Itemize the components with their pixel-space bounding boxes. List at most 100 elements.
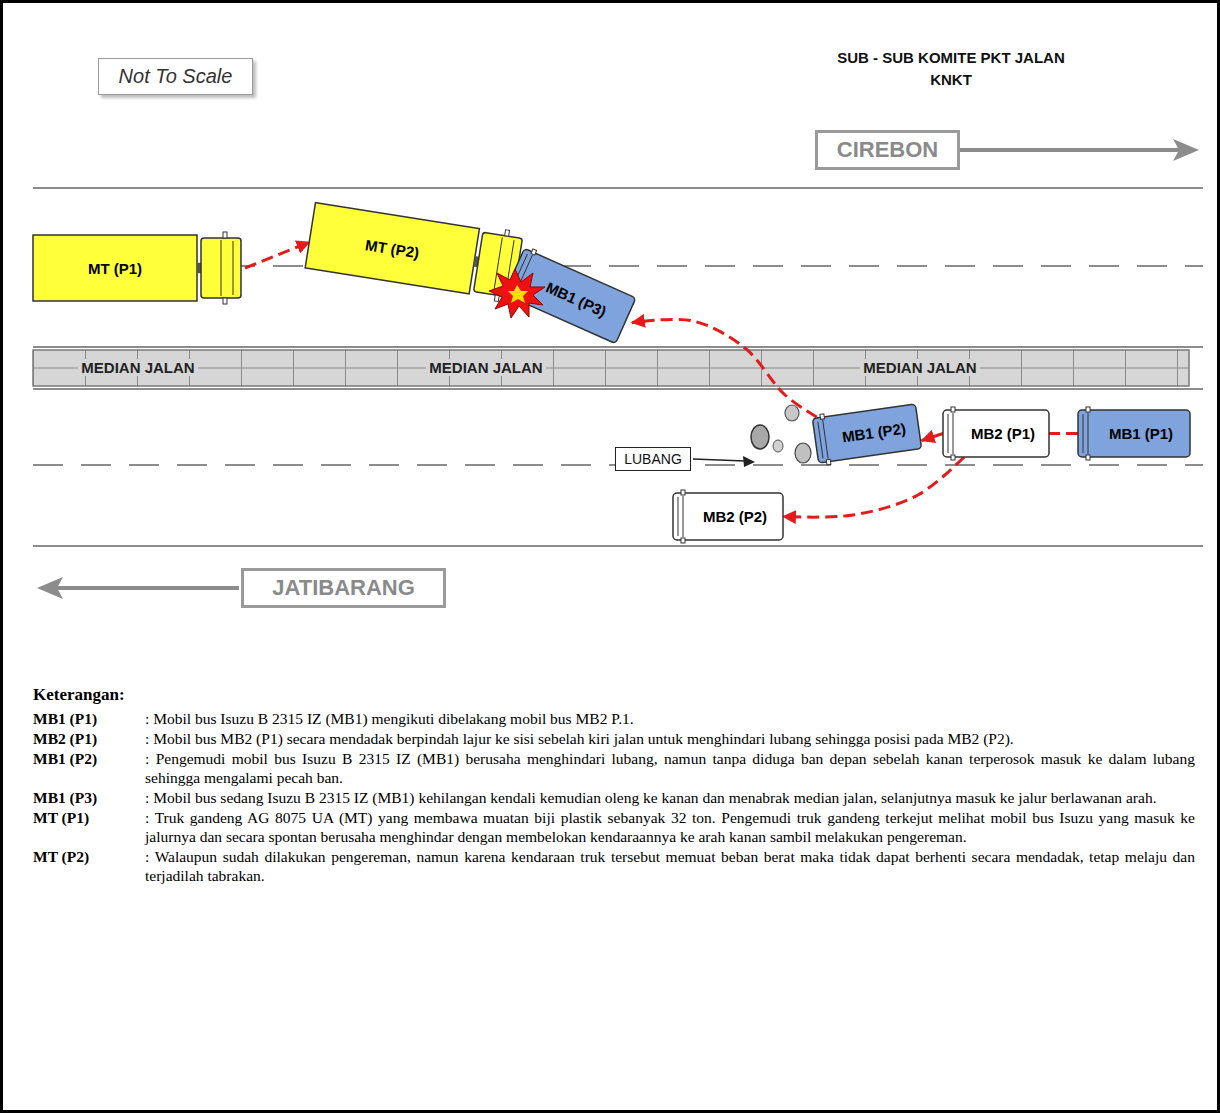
windshield <box>1088 413 1089 454</box>
bus-body <box>812 404 921 463</box>
direction-box: JATIBARANG <box>241 568 446 608</box>
mirror <box>951 407 955 412</box>
cab-line <box>494 237 503 292</box>
legend-description: : Mobil bus sedang Isuzu B 2315 IZ (MB1)… <box>145 788 1195 807</box>
mirror <box>681 538 685 543</box>
collision-mark-layer <box>3 3 1220 1113</box>
vehicle-label: MB1 (P1) <box>1092 410 1190 457</box>
bus-vehicle: MB1 (P2) <box>812 404 921 463</box>
note-label: Not To Scale <box>119 65 233 88</box>
legend-key: MT (P1) <box>33 808 145 846</box>
legend-row: MB1 (P1): Mobil bus Isuzu B 2315 IZ (MB1… <box>33 709 1195 728</box>
legend-description: : Walaupun sudah dilakukan pengereman, n… <box>145 847 1195 885</box>
bumper <box>948 414 949 453</box>
windshield <box>233 241 234 295</box>
legend-description: : Truk gandeng AG 8075 UA (MT) yang memb… <box>145 808 1195 846</box>
direction-box: CIREBON <box>815 130 960 170</box>
pothole <box>773 440 783 452</box>
legend-block: Keterangan: MB1 (P1): Mobil bus Isuzu B 2… <box>33 685 1195 886</box>
bus-body <box>673 493 783 540</box>
legend-key: MB1 (P2) <box>33 749 145 787</box>
legend-key: MB1 (P3) <box>33 788 145 807</box>
legend-key: MB2 (P1) <box>33 729 145 748</box>
trajectory-arrow <box>632 319 817 417</box>
legend-heading: Keterangan: <box>33 685 1195 705</box>
pothole <box>751 425 769 449</box>
leader-line <box>693 459 745 461</box>
road-edge <box>33 346 1203 348</box>
mirror <box>510 295 516 301</box>
report-title: SUB - SUB KOMITE PKT JALAN KNKT <box>815 47 1087 91</box>
legend-row: MB2 (P1): Mobil bus MB2 (P1) secara mend… <box>33 729 1195 748</box>
vehicle-label: MT (P2) <box>305 203 479 294</box>
mirror <box>681 490 685 495</box>
bumper <box>510 254 527 292</box>
vehicle-label: MB1 (P3) <box>517 254 636 344</box>
road-edge <box>33 545 1203 547</box>
truck-trailer <box>33 235 197 301</box>
road-illustration <box>3 3 1220 1113</box>
legend-row: MT (P1): Truk gandeng AG 8075 UA (MT) ya… <box>33 808 1195 846</box>
pothole <box>795 443 811 463</box>
bus-body <box>504 248 636 343</box>
vehicle-label: MB2 (P1) <box>957 410 1049 457</box>
direction-arrow <box>960 148 1183 152</box>
mirror <box>505 230 510 237</box>
connector-layer <box>3 3 1220 1113</box>
truck-vehicle: MT (P2) <box>305 203 527 302</box>
bus-body <box>943 410 1049 457</box>
vehicle-label: MB1 (P2) <box>826 404 921 461</box>
legend-key: MB1 (P1) <box>33 709 145 728</box>
callout-box: LUBANG <box>615 447 691 471</box>
trajectory-arrow <box>922 434 943 441</box>
trajectory-arrow <box>245 242 310 268</box>
legend-description: : Mobil bus MB2 (P1) secara mendadak ber… <box>145 729 1195 748</box>
legend-row: MT (P2): Walaupun sudah dilakukan penger… <box>33 847 1195 885</box>
vehicle-label: MT (P1) <box>33 235 197 301</box>
median-label: MEDIAN JALAN <box>78 359 197 376</box>
legend-row: MB1 (P3): Mobil bus sedang Isuzu B 2315 … <box>33 788 1195 807</box>
arrow-head <box>37 577 63 599</box>
bumper <box>818 422 823 459</box>
legend-description: : Pengemudi mobil bus Isuzu B 2315 IZ (M… <box>145 749 1195 787</box>
windshield <box>514 255 532 295</box>
mirror <box>494 295 499 302</box>
bumper <box>678 497 679 536</box>
arrow-head <box>743 456 755 467</box>
callout-label: LUBANG <box>624 451 682 467</box>
direction-label: JATIBARANG <box>272 575 415 601</box>
truck-cab <box>201 238 241 298</box>
direction-arrow <box>55 586 239 590</box>
cab-line <box>221 240 222 296</box>
mirror <box>826 459 831 465</box>
mirror <box>1086 407 1090 412</box>
median-strip <box>33 350 1189 386</box>
bus-vehicle: MB1 (P1) <box>1078 410 1190 457</box>
bus-vehicle: MB2 (P1) <box>943 410 1049 457</box>
arrow-head <box>1173 139 1199 161</box>
mirror <box>531 249 537 255</box>
median-label: MEDIAN JALAN <box>426 359 545 376</box>
windshield <box>683 496 684 537</box>
trajectory-arrow <box>1049 432 1078 435</box>
median-label: MEDIAN JALAN <box>860 359 979 376</box>
mirror <box>223 232 227 238</box>
mirror <box>951 455 955 460</box>
windshield <box>953 413 954 454</box>
direction-label: CIREBON <box>837 137 938 163</box>
mirror <box>820 414 825 420</box>
median-line <box>33 368 1189 369</box>
windshield <box>823 420 828 459</box>
legend-row: MB1 (P2): Pengemudi mobil bus Isuzu B 23… <box>33 749 1195 787</box>
trajectory-arrow <box>783 457 964 517</box>
bumper <box>1083 414 1084 453</box>
road-edge <box>33 388 1203 390</box>
truck-trailer <box>305 203 479 294</box>
note-box: Not To Scale <box>98 58 253 95</box>
bus-body <box>1078 410 1190 457</box>
bus-vehicle: MB1 (P3) <box>504 248 636 343</box>
truck-vehicle: MT (P1) <box>33 235 245 301</box>
bus-vehicle: MB2 (P2) <box>673 493 783 540</box>
mirror <box>223 298 227 304</box>
